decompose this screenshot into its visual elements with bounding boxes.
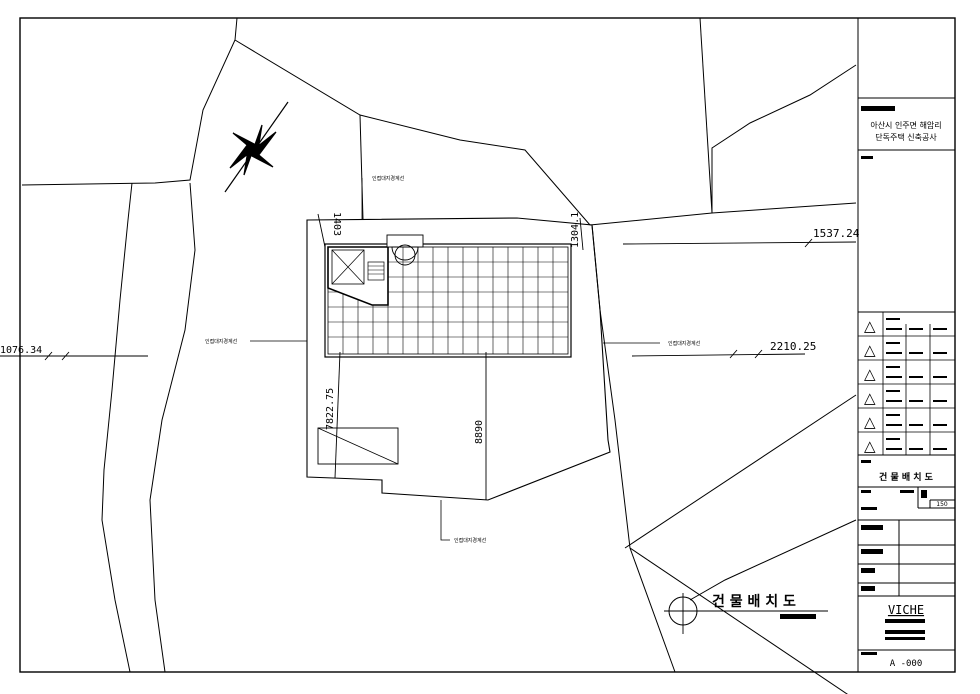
outbuilding [317,427,399,465]
entrance-porch [386,234,424,266]
revision-mark: △ [864,341,876,359]
site-boundary [306,217,611,501]
north-arrow [224,101,289,193]
revision-mark: △ [864,437,876,455]
dim-2210: 2210.25 [770,340,816,353]
project-name-line2: 단독주택 신축공사 [875,132,937,142]
revision-mark: △ [864,389,876,407]
boundary-label-left: 인접대지경계선 [205,338,238,345]
drawing-frame [19,17,956,673]
sheet-title: 건 물 배 치 도 [879,471,934,483]
revision-mark: △ [864,413,876,431]
dim-1403: 1403 [331,212,342,236]
scale-value: 150 [936,501,948,508]
revision-rows [858,312,955,455]
dimension-lines [0,213,857,500]
dim-1304: 1304.1 [570,212,581,248]
parcel-lines [21,17,857,694]
boundary-label-right: 인접대지경계선 [668,340,701,347]
dim-7822: 7822.75 [325,388,336,430]
dim-1537: 1537.24 [813,227,860,240]
dim-8890: 8890 [474,420,485,444]
boundary-leaders [250,178,660,541]
project-name-line1: 아산시 인주면 해암리 [870,120,941,130]
title-block-marks [861,106,947,655]
sheet-number: A -000 [890,659,923,669]
stair-core [327,246,389,306]
main-title: 건 물 배 치 도 [712,593,796,610]
title-block [857,18,955,672]
firm-name: VICHE [888,603,924,617]
building-grid [328,247,568,354]
boundary-label-top: 인접대지경계선 [372,175,405,182]
building-outline [324,243,572,358]
boundary-label-bottom: 인접대지경계선 [454,537,487,544]
dim-1076: 1076.34 [0,345,42,356]
revision-mark: △ [864,317,876,335]
outbuilding-diagonal [317,427,399,465]
revision-mark: △ [864,365,876,383]
